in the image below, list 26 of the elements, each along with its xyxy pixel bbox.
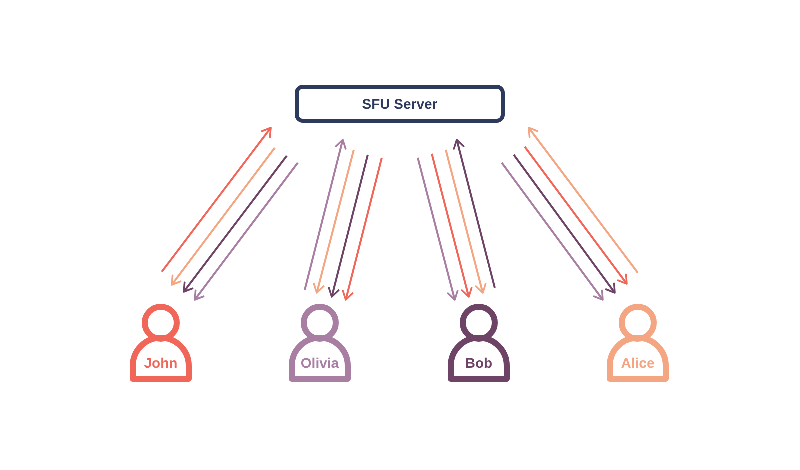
- arrow: [501, 162, 604, 301]
- arrow: [524, 146, 628, 285]
- arrow: [161, 127, 272, 273]
- arrow: [304, 139, 347, 290]
- person-name: John: [143, 355, 179, 371]
- arrow: [183, 155, 288, 293]
- server-box: [295, 85, 505, 123]
- person-name: Alice: [620, 355, 656, 371]
- arrow: [313, 150, 355, 294]
- person-figure: [606, 303, 670, 383]
- person-name: Bob: [464, 355, 494, 371]
- arrow: [445, 150, 487, 294]
- arrow: [453, 139, 496, 288]
- arrow: [342, 158, 383, 301]
- arrow: [171, 147, 276, 286]
- person-figure: [447, 303, 511, 383]
- server-label: SFU Server: [362, 96, 438, 112]
- arrow: [417, 158, 459, 301]
- person-figure: [129, 303, 193, 383]
- arrow: [431, 154, 473, 298]
- arrow: [528, 127, 639, 274]
- person-figure: [288, 303, 352, 383]
- arrow: [513, 154, 616, 294]
- person-name: Olivia: [300, 355, 340, 371]
- arrow: [194, 162, 299, 301]
- arrow: [328, 154, 369, 298]
